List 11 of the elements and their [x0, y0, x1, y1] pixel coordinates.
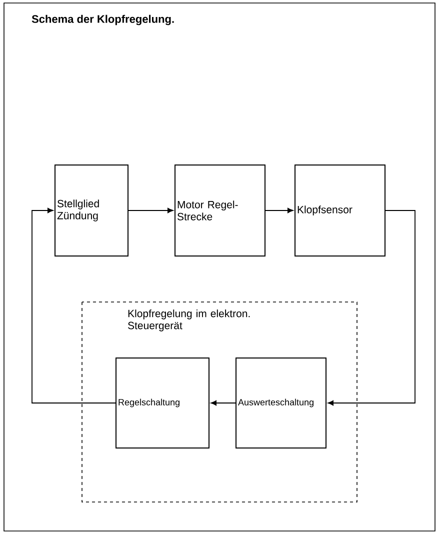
arrow: [32, 208, 116, 404]
block-box: Regelschaltung: [116, 358, 210, 448]
arrow: [128, 208, 174, 214]
arrow: [328, 210, 416, 406]
arrow: [210, 400, 236, 406]
title: Schema der Klopfregelung.: [32, 14, 174, 26]
block-box: Auswerteschaltung: [236, 358, 326, 448]
arrow: [265, 208, 294, 214]
block-box: Stellglied Zündung: [54, 164, 128, 256]
block-box: Motor Regel-Strecke: [174, 164, 266, 256]
block-box: Klopfsensor: [294, 164, 386, 256]
